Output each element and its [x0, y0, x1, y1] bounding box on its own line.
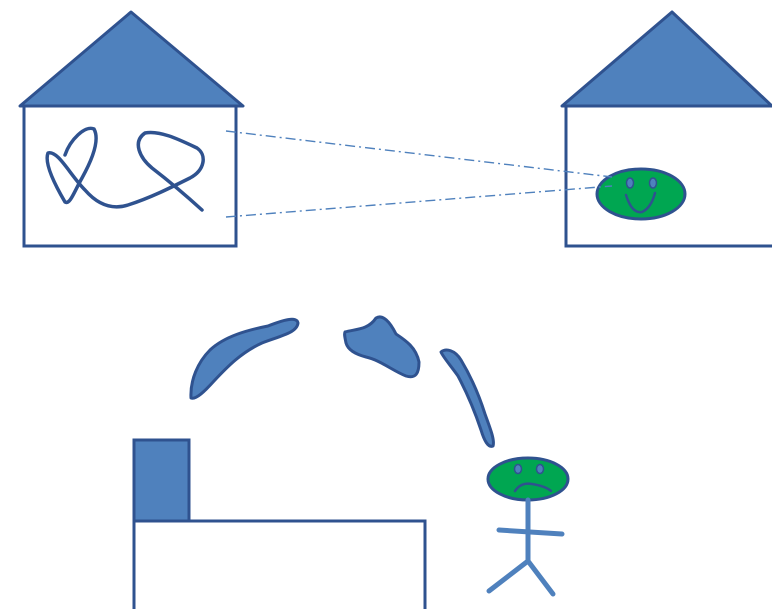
thought-blob-left	[191, 319, 298, 398]
right-house-roof	[562, 12, 772, 106]
stick-right-leg	[528, 561, 553, 594]
sad-face-head	[488, 458, 568, 500]
left-house-roof	[20, 12, 243, 106]
thought-blob-middle	[345, 317, 419, 377]
left-house	[20, 12, 243, 246]
connection-line-lower	[226, 186, 612, 217]
scribble-drawing	[47, 128, 203, 210]
sad-face-left-eye	[515, 465, 522, 474]
stick-arms	[499, 530, 562, 534]
bottom-building-chimney	[134, 440, 189, 521]
sad-person	[488, 458, 568, 594]
sad-face-right-eye	[537, 465, 544, 474]
bottom-building	[134, 440, 425, 609]
smiling-face-right-eye	[650, 178, 657, 188]
stick-left-leg	[489, 561, 528, 591]
right-house	[562, 12, 772, 246]
thought-arc	[191, 317, 494, 446]
smiling-face-left-eye	[627, 178, 634, 188]
bottom-building-body	[134, 521, 425, 609]
thought-blob-right	[441, 350, 493, 446]
left-house-body	[24, 106, 236, 246]
connection-line-upper	[226, 131, 612, 177]
